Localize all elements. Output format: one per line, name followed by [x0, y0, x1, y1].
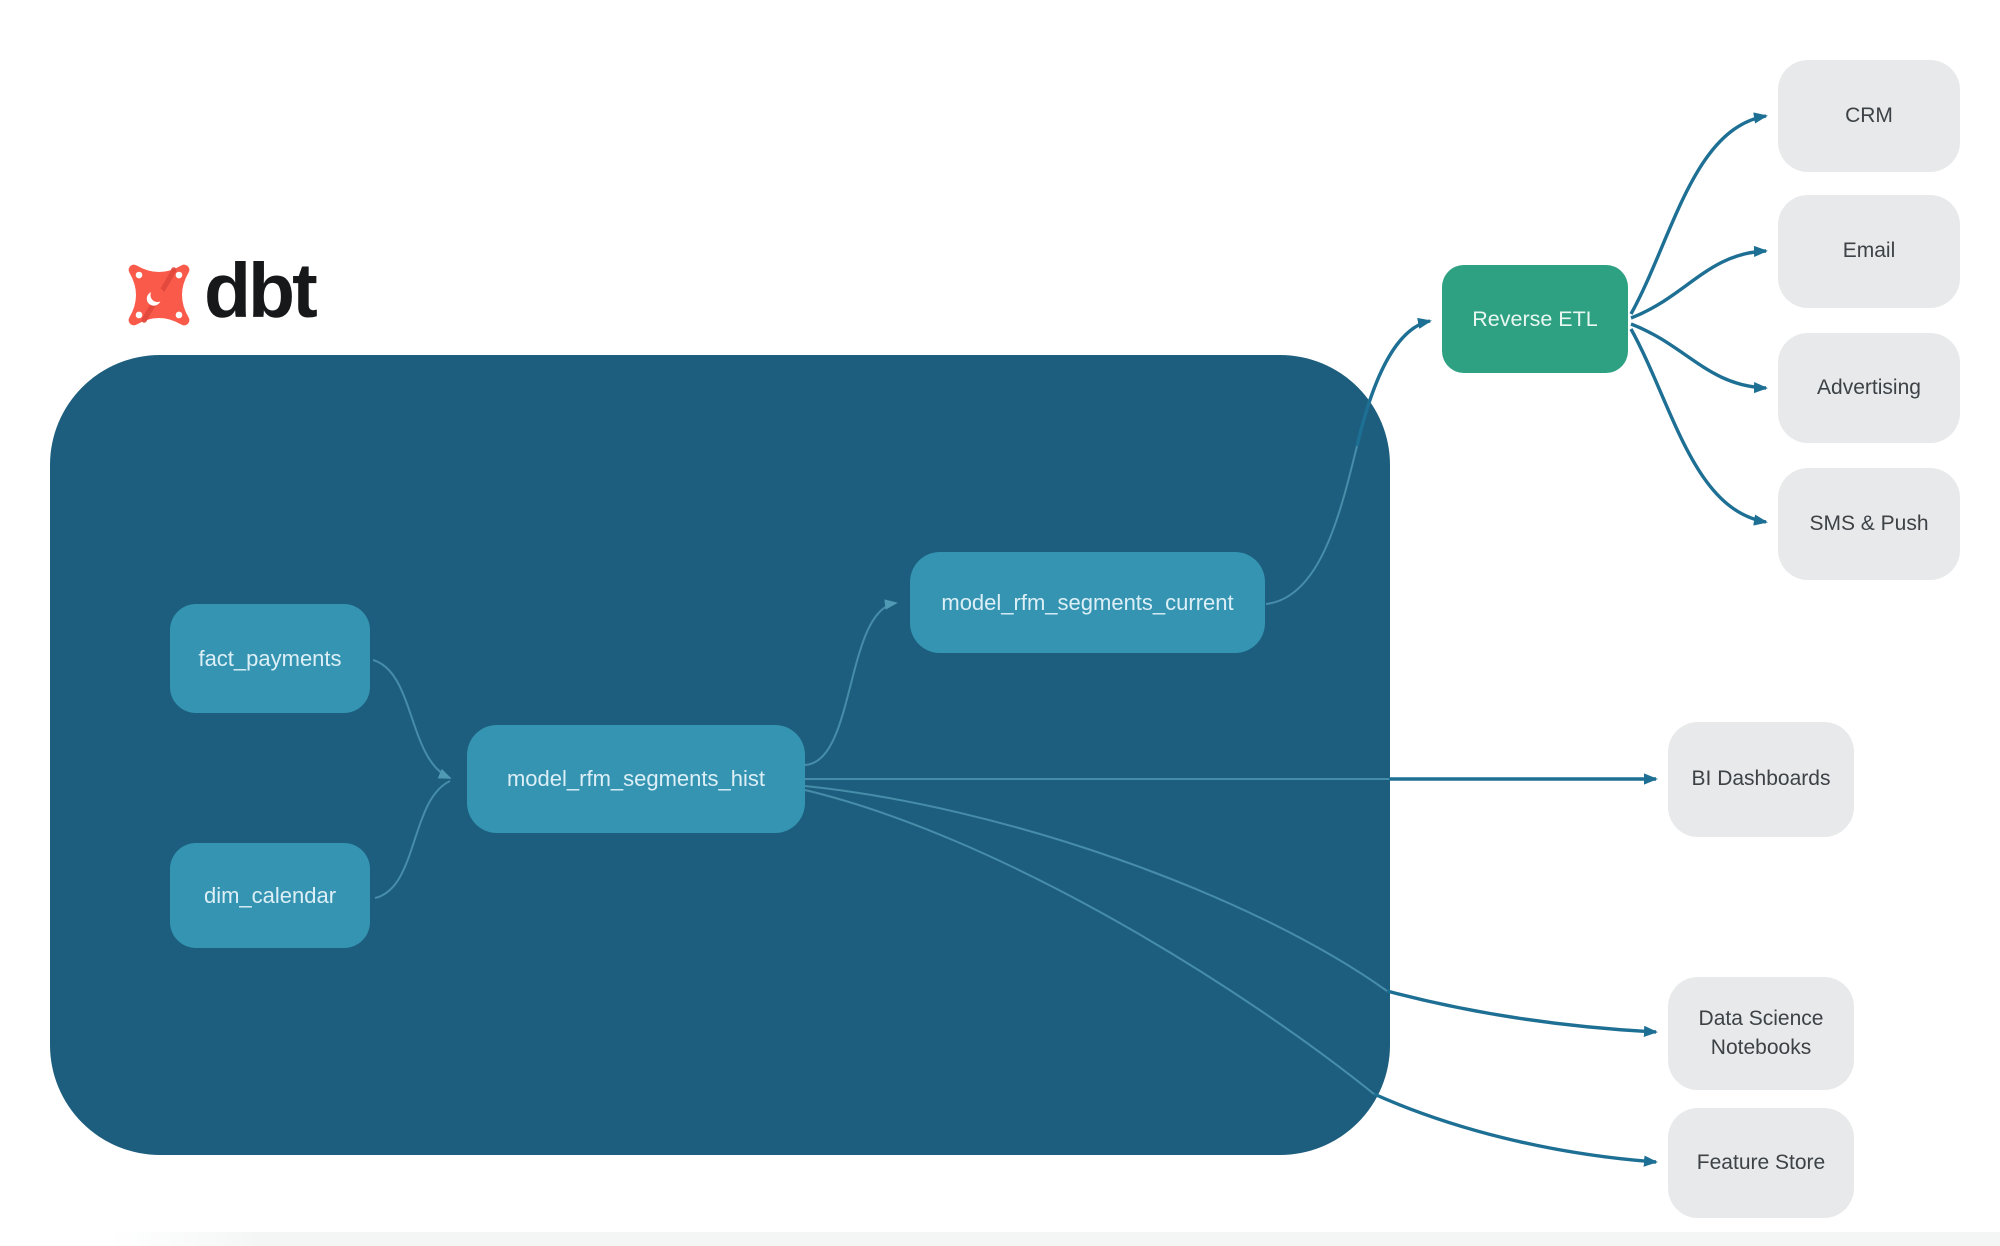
edge-hist-to-data-science	[1386, 989, 1658, 1037]
node-sms-push: SMS & Push	[1778, 468, 1960, 580]
footer-strip	[110, 1232, 2000, 1246]
node-label: Advertising	[1817, 375, 1921, 399]
edge-hist-to-feature-store	[1373, 1092, 1658, 1167]
dbt-logo: dbt	[122, 247, 318, 334]
node-label: Reverse ETL	[1472, 306, 1598, 331]
edge-hist-to-data-science-inner	[804, 785, 1388, 992]
node-label: Data Science Notebooks	[1698, 1007, 1824, 1059]
edge-reverse-etl-to-email	[1630, 245, 1768, 320]
node-advertising: Advertising	[1778, 333, 1960, 443]
edge-fact-payments-to-hist	[372, 659, 452, 779]
node-label: model_rfm_segments_current	[941, 589, 1234, 615]
dbt-logo-text: dbt	[204, 247, 318, 334]
node-feature-store: Feature Store	[1668, 1108, 1854, 1218]
node-reverse-etl: Reverse ETL	[1442, 265, 1628, 373]
dbt-logo-icon	[128, 264, 190, 326]
node-bi-dashboards: BI Dashboards	[1668, 722, 1854, 837]
node-model-rfm-segments-hist: model_rfm_segments_hist	[467, 725, 805, 833]
node-label: model_rfm_segments_hist	[506, 766, 765, 791]
node-crm: CRM	[1778, 60, 1960, 172]
edge-dim-calendar-to-hist	[374, 780, 451, 899]
node-fact-payments: fact_payments	[170, 604, 370, 713]
node-label: Email	[1842, 239, 1896, 263]
node-data-science-notebooks: Data Science Notebooks	[1668, 977, 1854, 1090]
node-label: SMS & Push	[1809, 511, 1929, 535]
node-email: Email	[1778, 195, 1960, 308]
edge-hist-to-current	[804, 599, 898, 766]
edge-reverse-etl-to-crm	[1629, 112, 1768, 315]
node-label: fact_payments	[198, 645, 342, 671]
node-label: BI Dashboards	[1691, 767, 1831, 791]
node-model-rfm-segments-current: model_rfm_segments_current	[910, 552, 1265, 653]
node-label: dim_calendar	[203, 882, 337, 908]
edge-hist-to-feature-store-inner	[804, 789, 1375, 1095]
node-label: CRM	[1845, 103, 1893, 127]
node-dim-calendar: dim_calendar	[170, 843, 370, 948]
edge-current-to-reverse-etl-inner	[1265, 445, 1358, 605]
node-label: Feature Store	[1696, 1150, 1826, 1174]
edge-reverse-etl-to-sms-push	[1629, 328, 1768, 526]
edge-current-to-reverse-etl	[1355, 317, 1432, 447]
edge-reverse-etl-to-advertising	[1630, 322, 1768, 394]
